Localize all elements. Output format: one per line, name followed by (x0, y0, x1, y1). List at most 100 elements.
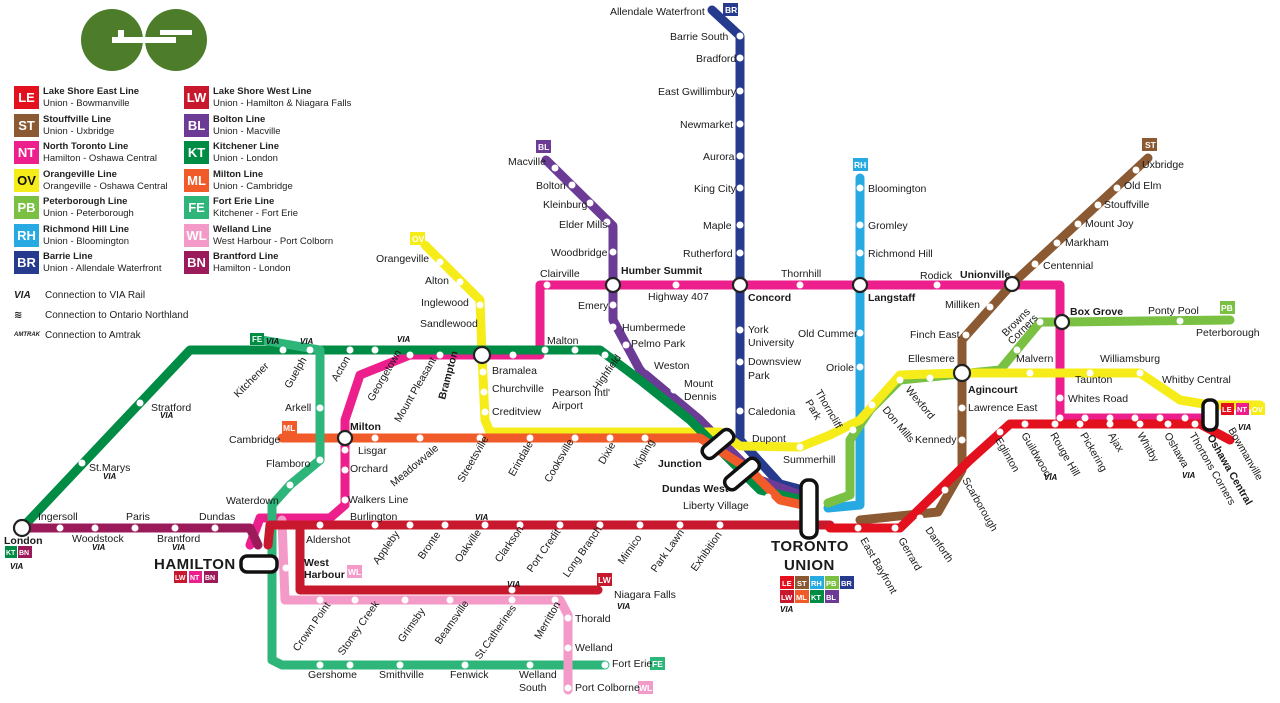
station-dot[interactable] (636, 521, 644, 529)
station-dot[interactable] (986, 303, 994, 311)
station-dot[interactable] (346, 661, 354, 669)
station-label[interactable]: Dupont (752, 433, 786, 445)
station-label[interactable]: Eglinton (992, 436, 1021, 475)
station-dot[interactable] (171, 524, 179, 532)
station-label[interactable]: Acton (329, 354, 353, 383)
station-label[interactable]: Rodick (920, 270, 953, 282)
station-dot[interactable] (1176, 317, 1184, 325)
station-label[interactable]: Weston (654, 360, 690, 372)
station-dot[interactable] (868, 401, 876, 409)
station-label[interactable]: Grimsby (396, 605, 429, 645)
station-label[interactable]: Georgetown (365, 348, 404, 404)
station-dot[interactable] (672, 281, 680, 289)
station-label[interactable]: Macville (508, 156, 546, 168)
station-dot[interactable] (736, 358, 744, 366)
station-label[interactable]: Burlington (350, 511, 397, 523)
station-dot[interactable] (476, 434, 484, 442)
station-label[interactable]: Mimico (616, 532, 645, 566)
station-label[interactable]: Bronte (416, 529, 444, 561)
station-dot[interactable] (543, 281, 551, 289)
station-dot[interactable] (796, 281, 804, 289)
station-label[interactable]: Dundas West (662, 483, 729, 495)
station-label[interactable]: Kitchener (232, 360, 272, 400)
station-label[interactable]: Langstaff (868, 292, 916, 304)
station-label[interactable]: Inglewood (421, 297, 469, 309)
station-dot[interactable] (958, 436, 966, 444)
station-dot[interactable] (1031, 260, 1039, 268)
station-dot[interactable] (586, 199, 594, 207)
station-label[interactable]: TORONTO (771, 538, 849, 555)
station-label[interactable]: Oakville (453, 527, 484, 565)
station-dot[interactable] (481, 408, 489, 416)
station-label[interactable]: Port Colborne (575, 682, 640, 694)
station-dot[interactable] (856, 329, 864, 337)
station-label[interactable]: Ingersoll (38, 511, 78, 523)
station-dot[interactable] (480, 388, 488, 396)
station-dot[interactable] (996, 428, 1004, 436)
station-label[interactable]: Aurora (703, 151, 735, 163)
station-label[interactable]: Park (748, 370, 770, 382)
station-dot[interactable] (601, 661, 609, 669)
station-label[interactable]: Walkers Line (348, 494, 408, 506)
station-label[interactable]: Centennial (1043, 260, 1093, 272)
station-label[interactable]: Uxbridge (1142, 159, 1184, 171)
station-label[interactable]: Fort Erie (612, 658, 652, 670)
station-label[interactable]: Ellesmere (908, 353, 955, 365)
station-dot[interactable] (736, 87, 744, 95)
station-label[interactable]: Creditview (492, 406, 541, 418)
station-dot[interactable] (736, 221, 744, 229)
interchange-brampton[interactable] (472, 345, 492, 365)
station-label[interactable]: Downsview (748, 356, 802, 368)
station-dot[interactable] (516, 521, 524, 529)
station-label[interactable]: Mount (684, 378, 713, 390)
station-dot[interactable] (371, 434, 379, 442)
station-label[interactable]: Merritton (532, 599, 563, 641)
station-label[interactable]: South (519, 682, 547, 694)
interchange-london[interactable] (12, 518, 32, 538)
station-dot[interactable] (441, 521, 449, 529)
station-label[interactable]: Park Lawn (649, 527, 687, 575)
station-dot[interactable] (1131, 414, 1139, 422)
interchange-agincourt[interactable] (952, 363, 972, 383)
station-dot[interactable] (406, 351, 414, 359)
station-label[interactable]: Peterborough (1196, 327, 1260, 339)
station-dot[interactable] (1036, 318, 1044, 326)
station-label[interactable]: Rutherford (683, 248, 733, 260)
station-dot[interactable] (509, 351, 517, 359)
station-dot[interactable] (316, 521, 324, 529)
station-label[interactable]: Paris (126, 511, 150, 523)
interchange-humber-summit[interactable] (604, 276, 622, 294)
station-label[interactable]: Beamsville (433, 598, 472, 647)
station-label[interactable]: Kleinburg (543, 199, 588, 211)
station-label[interactable]: Concord (748, 292, 791, 304)
station-dot[interactable] (854, 524, 862, 532)
station-dot[interactable] (564, 684, 572, 692)
station-dot[interactable] (1086, 369, 1094, 377)
station-label[interactable]: Markham (1065, 237, 1109, 249)
station-label[interactable]: Old Elm (1124, 180, 1162, 192)
station-dot[interactable] (279, 346, 287, 354)
station-dot[interactable] (1013, 346, 1021, 354)
hub-toronto-union[interactable] (799, 478, 819, 540)
station-dot[interactable] (641, 434, 649, 442)
station-dot[interactable] (436, 258, 444, 266)
station-label[interactable]: Brantford (157, 533, 200, 545)
station-dot[interactable] (396, 661, 404, 669)
station-label[interactable]: Elder Mills (559, 219, 607, 231)
station-dot[interactable] (56, 524, 64, 532)
station-dot[interactable] (736, 54, 744, 62)
station-dot[interactable] (564, 644, 572, 652)
station-label[interactable]: Gromley (868, 220, 908, 232)
station-dot[interactable] (856, 249, 864, 257)
station-label[interactable]: UNION (784, 557, 835, 574)
station-label[interactable]: Junction (658, 458, 702, 470)
station-label[interactable]: Emery (578, 300, 609, 312)
station-dot[interactable] (606, 434, 614, 442)
station-label[interactable]: Lisgar (358, 445, 387, 457)
station-dot[interactable] (306, 346, 314, 354)
station-dot[interactable] (476, 301, 484, 309)
station-label[interactable]: Unionville (960, 269, 1010, 281)
station-dot[interactable] (601, 351, 609, 359)
station-dot[interactable] (856, 221, 864, 229)
station-label[interactable]: Cooksville (542, 437, 576, 485)
